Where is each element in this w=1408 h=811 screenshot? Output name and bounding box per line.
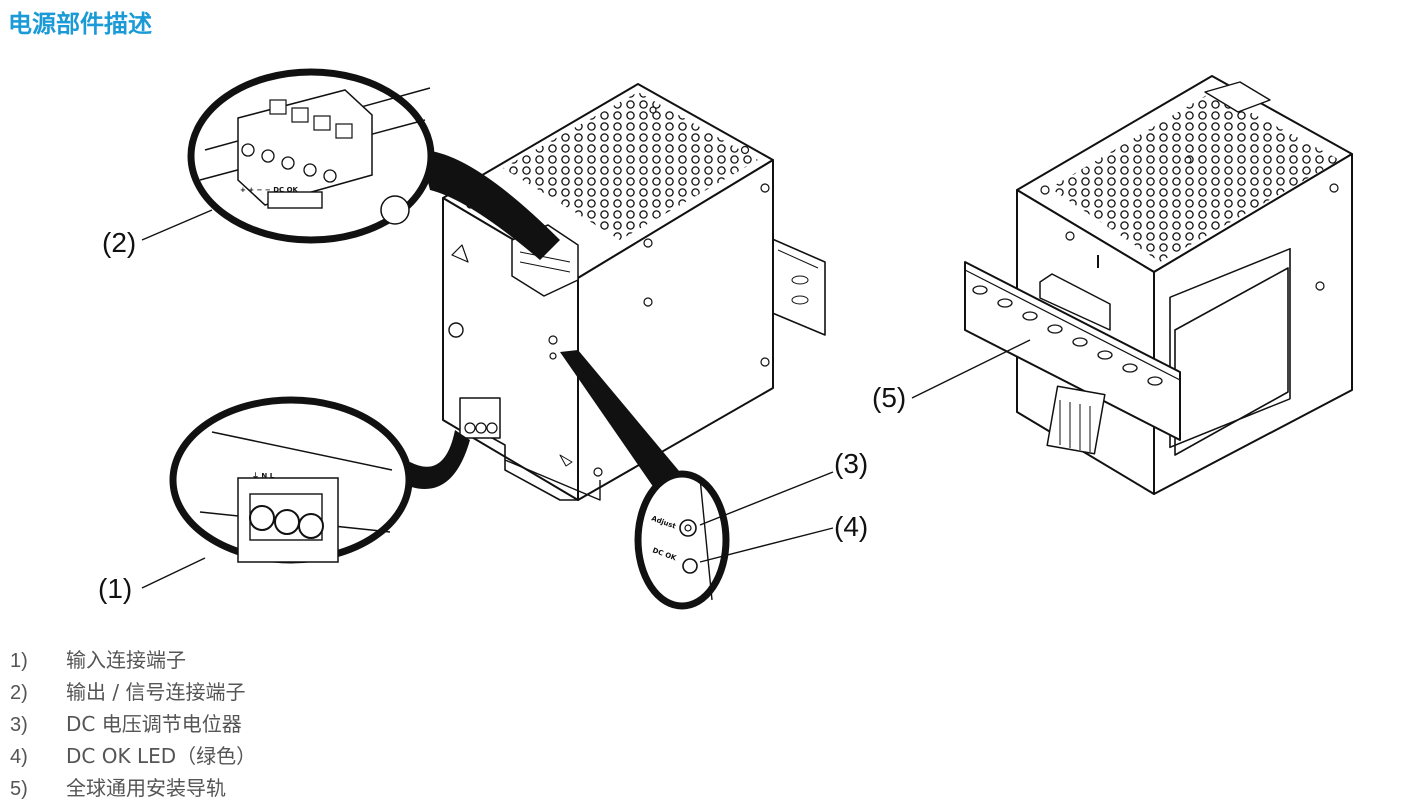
input-terminal-marking: ⏚ N L [252, 472, 275, 480]
legend-text: 输入连接端子 [66, 648, 186, 672]
legend-number: 3) [10, 714, 28, 736]
callout-1: (1) [98, 573, 132, 604]
zoom-input-terminal: ⏚ N L [169, 396, 470, 564]
legend-text: 全球通用安装导轨 [66, 776, 226, 800]
legend-number: 5) [10, 778, 28, 800]
zoom-output-terminal: + + − − DC OK [187, 68, 560, 260]
legend-number: 1) [10, 650, 28, 672]
zoom-adjust-dcok: Adjust DC OK [560, 350, 730, 610]
legend-text: DC OK LED（绿色） [66, 744, 257, 768]
legend-number: 4) [10, 746, 28, 768]
legend-item: 4) DC OK LED（绿色） [10, 740, 256, 772]
callout-3: (3) [834, 448, 868, 479]
legend-text: 输出 / 信号连接端子 [66, 680, 246, 704]
leader-lines [141, 209, 1031, 589]
callout-5: (5) [872, 382, 906, 413]
legend-number: 2) [10, 682, 28, 704]
power-supply-diagram: + + − − DC OK ⏚ N L Adjust DC OK [98, 68, 1353, 610]
legend-text: DC 电压调节电位器 [66, 712, 242, 736]
page-title: 电源部件描述 [8, 10, 152, 38]
legend-item: 1) 输入连接端子 [10, 644, 256, 676]
rear-power-supply-unit [964, 75, 1353, 495]
callout-2: (2) [102, 227, 136, 258]
output-terminal-marking: + + − − DC OK [240, 186, 299, 194]
component-legend: 1) 输入连接端子 2) 输出 / 信号连接端子 3) DC 电压调节电位器 4) DC… [10, 644, 256, 804]
legend-item: 3) DC 电压调节电位器 [10, 708, 256, 740]
callout-4: (4) [834, 511, 868, 542]
legend-item: 5) 全球通用安装导轨 [10, 772, 256, 804]
legend-item: 2) 输出 / 信号连接端子 [10, 676, 256, 708]
